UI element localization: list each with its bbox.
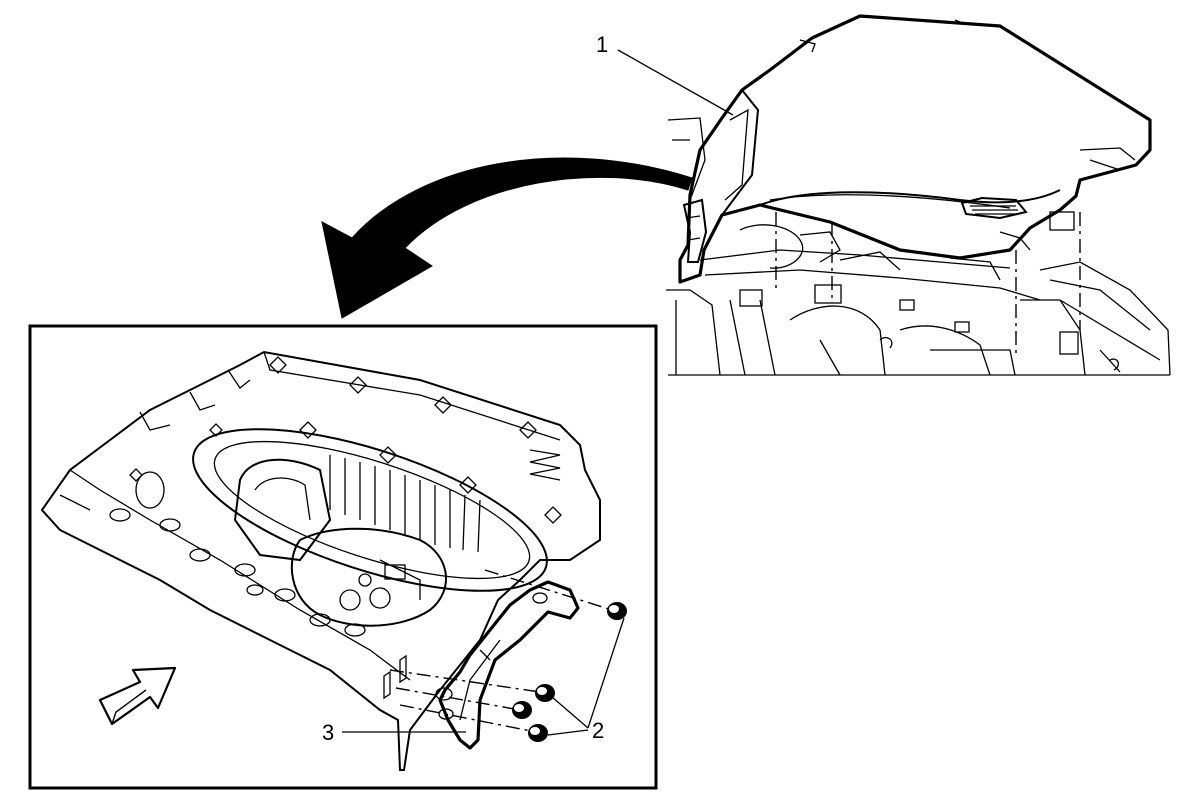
nut-icon xyxy=(535,684,555,702)
instrument-panel-context-view: 1 xyxy=(596,14,1171,376)
defroster-vent xyxy=(960,196,1028,220)
nut-icon xyxy=(607,602,627,620)
module-bracket xyxy=(435,580,580,750)
fastener-alignment-lines xyxy=(383,569,613,733)
airbag-module xyxy=(192,428,548,627)
nut-icon xyxy=(528,724,548,742)
detail-view: 2 3 xyxy=(28,324,658,790)
callout-1: 1 xyxy=(596,32,734,116)
callout-3-label: 3 xyxy=(322,720,334,745)
alignment-lines xyxy=(775,212,1081,355)
callout-1-label: 1 xyxy=(596,32,608,57)
upper-trim-pad xyxy=(678,14,1152,284)
trim-pad-underside xyxy=(40,350,601,771)
module-nuts xyxy=(512,602,627,742)
callout-2: 2 xyxy=(547,617,625,743)
view-direction-arrow-icon xyxy=(98,666,177,726)
detail-view-arrow-icon xyxy=(321,157,693,319)
detail-frame xyxy=(28,324,658,790)
nut-icon xyxy=(512,701,532,719)
callout-3: 3 xyxy=(322,720,466,745)
callout-2-label: 2 xyxy=(592,718,604,743)
dash-structure xyxy=(666,117,1171,376)
